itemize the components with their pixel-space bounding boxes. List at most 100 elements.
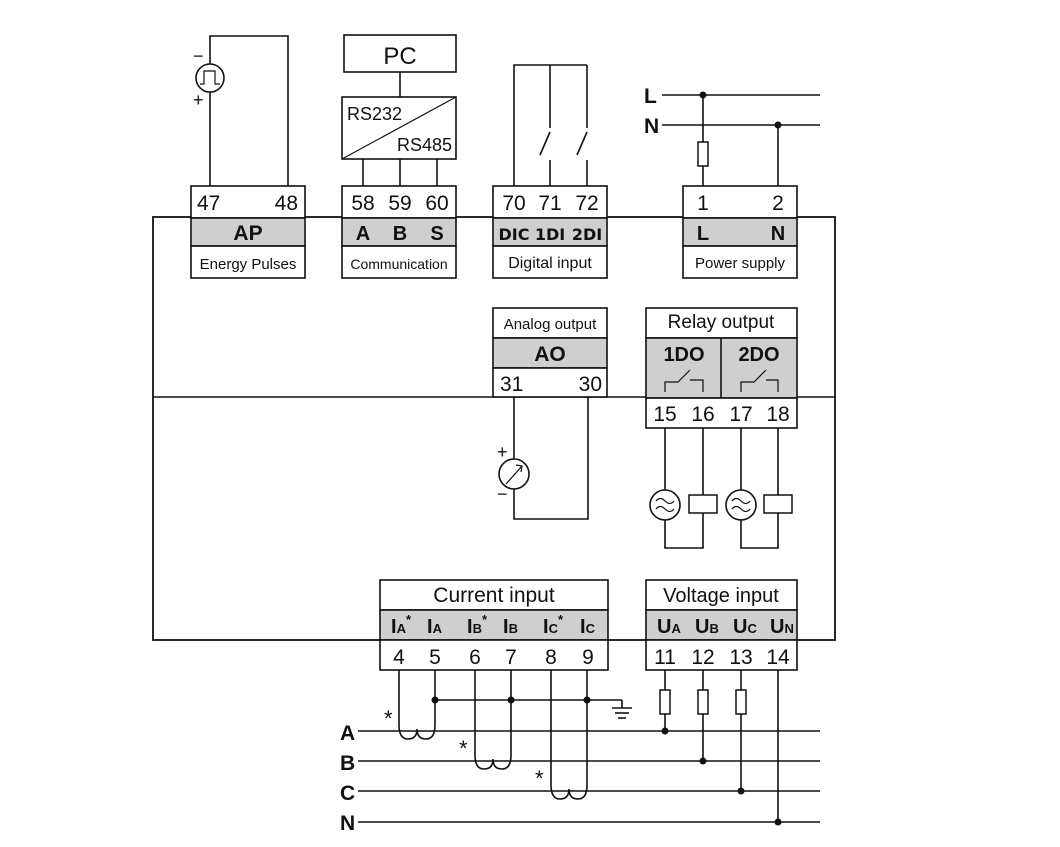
terminal-59: 59 [388, 192, 411, 215]
phase-wiring: A B C N * * * [340, 670, 820, 835]
terminal-71: 71 [538, 192, 561, 215]
energy-pulses-block: 47 48 AP Energy Pulses [190, 185, 306, 279]
terminal-5: 5 [429, 646, 441, 669]
relay-contact-icon [664, 369, 704, 392]
terminal-72: 72 [575, 192, 598, 215]
pulse-meter-icon [195, 63, 225, 93]
current-transformer-icon [474, 670, 512, 770]
fuse-icon [659, 689, 671, 715]
rs232-label: RS232 [347, 104, 402, 124]
power-supply-block: 1 2 L N Power supply [682, 185, 798, 279]
terminal-16: 16 [691, 403, 714, 426]
terminal-9: 9 [582, 646, 594, 669]
ct-star-c: * [535, 766, 544, 791]
function-2di: 2DI [572, 225, 602, 244]
analog-output-block: Analog output AO 31 30 [492, 307, 608, 398]
fuse-icon [697, 141, 709, 167]
relay-output-title: Relay output [668, 312, 775, 333]
current-transformer-icon [398, 670, 436, 740]
current-input-title: Current input [433, 584, 555, 607]
phase-line-a: A [340, 722, 355, 745]
ac-source-icon [725, 489, 757, 521]
pc-label: PC [383, 43, 416, 70]
ammeter-icon [498, 458, 530, 490]
current-function-ib: IB [503, 616, 518, 638]
terminal-31: 31 [500, 373, 523, 396]
relay-output-block: Relay output 1DO 2DO 15 16 17 18 [645, 307, 798, 429]
communication-caption: Communication [350, 256, 447, 272]
function-a: A [356, 223, 370, 245]
relay-coil-icon [688, 494, 718, 514]
voltage-input-title: Voltage input [663, 585, 779, 607]
relay-coil-icon [763, 494, 793, 514]
digital-input-block: 70 71 72 DIC 1DI 2DI Digital input [492, 185, 608, 279]
current-function-ib-star: IB* [467, 612, 488, 638]
energy-pulse-wiring: − + [193, 35, 289, 186]
ground-icon [612, 700, 632, 719]
voltage-function-uc: UC [733, 616, 757, 638]
terminal-60: 60 [425, 192, 448, 215]
function-ap: AP [233, 222, 262, 245]
terminal-8: 8 [545, 646, 557, 669]
pulse-minus: − [193, 46, 204, 66]
function-ao: AO [534, 343, 566, 366]
function-2do: 2DO [738, 344, 779, 366]
terminal-1: 1 [697, 192, 709, 215]
pc-converter: PC RS232 RS485 [341, 34, 457, 186]
terminal-11: 11 [654, 646, 676, 669]
current-transformer-icon [550, 670, 588, 800]
phase-line-c: C [340, 782, 355, 805]
voltage-function-ua: UA [657, 616, 681, 638]
terminal-7: 7 [505, 646, 517, 669]
voltage-function-un: UN [770, 616, 794, 638]
phase-line-b: B [340, 752, 355, 775]
current-function-ia-star: IA* [391, 612, 412, 638]
ct-star-b: * [459, 736, 468, 761]
terminal-47: 47 [197, 192, 220, 215]
supply-line-n: N [644, 115, 659, 138]
switch-icon [539, 131, 551, 186]
communication-block: 58 59 60 A B S Communication [341, 185, 457, 279]
power-supply-wiring: L N [644, 85, 820, 186]
current-function-ic: IC [580, 616, 596, 638]
function-l: L [697, 223, 709, 245]
terminal-13: 13 [729, 646, 752, 669]
function-n: N [771, 223, 785, 245]
terminal-48: 48 [275, 192, 298, 215]
energy-pulses-caption: Energy Pulses [200, 256, 297, 273]
function-1di: 1DI [535, 225, 565, 244]
supply-line-l: L [644, 85, 657, 108]
terminal-6: 6 [469, 646, 481, 669]
terminal-58: 58 [351, 192, 374, 215]
terminal-17: 17 [729, 403, 752, 426]
relay-contact-icon [740, 369, 779, 392]
terminal-18: 18 [766, 403, 789, 426]
function-s: S [430, 223, 443, 245]
digital-input-caption: Digital input [508, 255, 592, 272]
relay-output-wiring [649, 428, 793, 549]
ao-plus: + [497, 442, 508, 462]
switch-icon [576, 131, 588, 186]
ct-star-a: * [384, 706, 393, 731]
terminal-15: 15 [653, 403, 676, 426]
ao-minus: − [497, 484, 508, 504]
terminal-2: 2 [772, 192, 784, 215]
function-b: B [393, 223, 407, 245]
pulse-plus: + [193, 90, 204, 110]
rs485-label: RS485 [397, 135, 452, 155]
fuse-icon [735, 689, 747, 715]
current-function-ia: IA [427, 616, 443, 638]
current-terminal-numbers: 4 5 6 7 8 9 [393, 646, 594, 669]
terminal-12: 12 [691, 646, 714, 669]
function-1do: 1DO [663, 344, 704, 366]
terminal-4: 4 [393, 646, 405, 669]
ac-source-icon [649, 489, 681, 521]
digital-switch-wiring [513, 64, 588, 186]
voltage-function-labels: UA UB UC UN [657, 616, 794, 638]
voltage-function-ub: UB [695, 616, 719, 638]
analog-output-wiring: + − [497, 397, 589, 520]
